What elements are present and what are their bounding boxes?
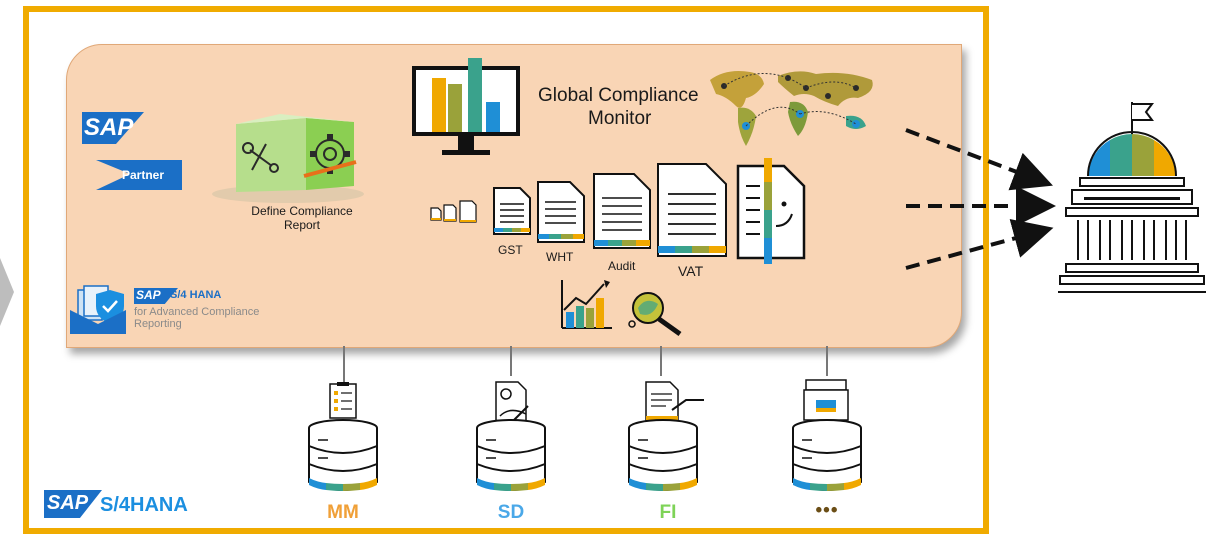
government-building-icon: [1058, 100, 1208, 296]
document-icon: [492, 186, 532, 236]
define-report-caption-line1: Define Compliance: [251, 204, 353, 218]
document-label-gst: GST: [498, 243, 523, 257]
define-report-caption-line2: Report: [283, 218, 321, 232]
database-sd: [474, 376, 548, 494]
acr-subtitle: for Advanced Compliance Reporting: [134, 306, 259, 330]
connector-line-sd: [510, 346, 512, 376]
database-fi: [626, 376, 710, 494]
database-more: [790, 376, 864, 494]
document-label-audit: Audit: [608, 259, 636, 273]
document-icon: [592, 172, 652, 250]
document-label-vat: VAT: [678, 263, 704, 279]
acr-subtitle-line2: Reporting: [134, 318, 182, 330]
gcm-title-line2: Monitor: [588, 108, 652, 129]
left-chevron-icon: [0, 258, 14, 326]
acr-subtitle-line1: for Advanced Compliance: [134, 306, 260, 318]
module-label-mm: MM: [327, 502, 359, 523]
connector-line-more: [826, 346, 828, 376]
sap-partner-label: Partner: [122, 168, 165, 182]
connector-line-fi: [660, 346, 662, 376]
define-report-caption: Define Compliance Report: [232, 204, 372, 232]
gear-wrench-cube-icon: [208, 110, 368, 206]
module-label-more: •••: [815, 500, 839, 521]
document-icon: [736, 156, 808, 268]
small-documents-group: [430, 200, 490, 223]
acr-product-name: S/4 HANA: [170, 289, 222, 301]
monitor-bar-chart-icon: [412, 58, 520, 158]
magnifier-icon: [626, 288, 684, 337]
document-icon: [656, 162, 728, 258]
world-map-icon: [706, 66, 880, 150]
acr-sap-brand: SAP: [136, 288, 161, 302]
sap-partner-brand: SAP: [84, 114, 134, 141]
module-label-sd: SD: [497, 502, 525, 523]
acr-sap-badge: SAP: [134, 288, 178, 304]
s4hana-frame: [23, 6, 989, 534]
acr-shield-icon: [68, 284, 136, 336]
growth-chart-icon: [560, 278, 614, 330]
s4hana-product-name: S/4HANA: [100, 494, 188, 516]
document-icon: [536, 180, 586, 244]
global-compliance-monitor-title: Global Compliance Monitor: [538, 84, 728, 130]
connector-line-mm: [343, 346, 345, 386]
document-label-wht: WHT: [546, 250, 574, 264]
submission-arrows: [900, 122, 1060, 274]
s4hana-sap-brand: SAP: [47, 492, 89, 514]
gcm-title-line1: Global Compliance: [538, 85, 699, 106]
module-label-fi: FI: [659, 502, 677, 523]
database-mm: [306, 382, 380, 494]
sap-partner-logo: SAP Partner: [82, 112, 182, 190]
